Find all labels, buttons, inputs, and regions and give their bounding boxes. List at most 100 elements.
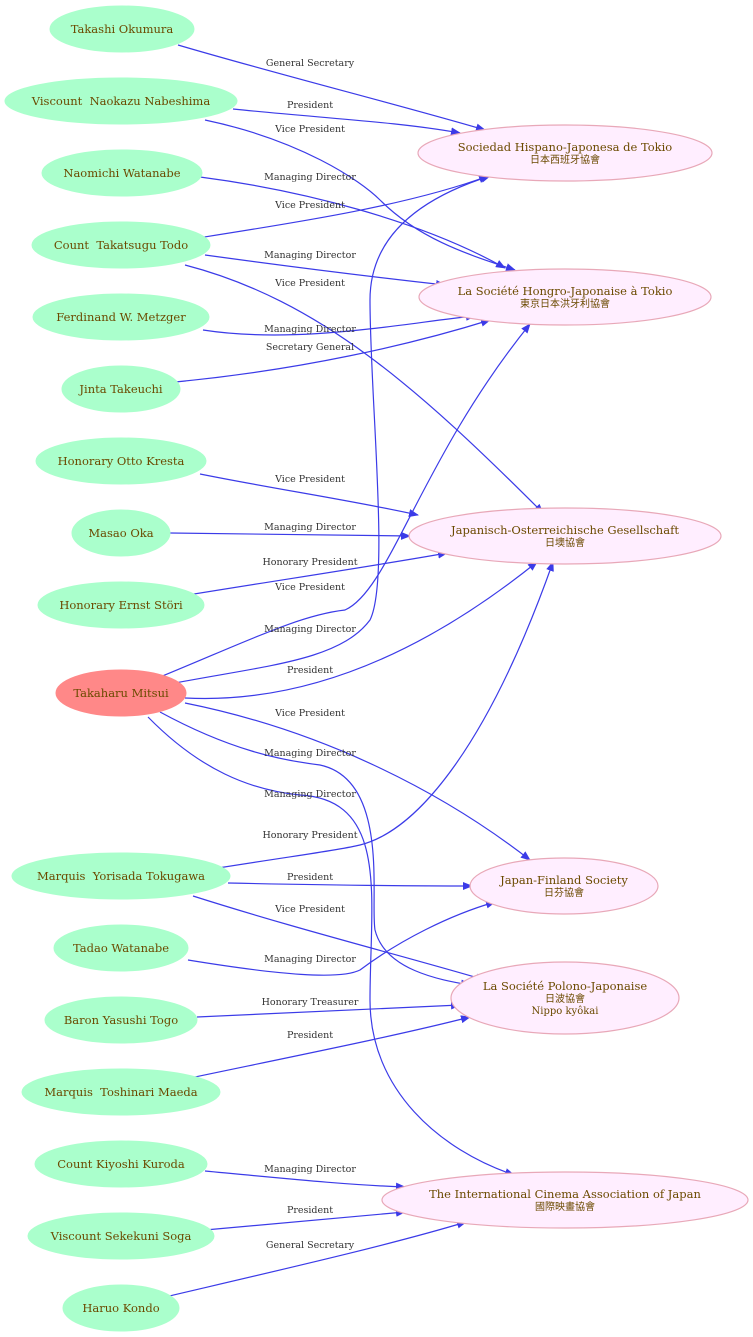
person-node-shape <box>61 365 181 413</box>
edge-label: Vice President <box>274 474 345 485</box>
edge-mitsui-to-hispano <box>174 174 491 684</box>
edge-label: General Secretary <box>266 58 355 69</box>
person-node-shape <box>41 149 203 197</box>
person-node-shape <box>53 924 189 972</box>
organization-name-line: 國際映畫協會 <box>535 1200 595 1213</box>
organization-name: La Société Polono-Japonaise <box>483 979 648 993</box>
person-node-stori[interactable]: Honorary Ernst Störi <box>37 581 205 629</box>
edge-label: Vice President <box>274 708 345 719</box>
person-node-shape <box>11 852 231 900</box>
edge-togo-to-polono <box>196 1001 461 1018</box>
edge-label: Honorary President <box>262 557 357 568</box>
person-node-okumura[interactable]: Takashi Okumura <box>49 5 195 53</box>
organization-name: La Société Hongro-Japonaise à Tokio <box>458 284 673 298</box>
edge-maeda-to-polono <box>189 1015 471 1079</box>
person-node-shape <box>71 509 171 557</box>
edge-todo-to-hongro <box>204 254 446 288</box>
person-name: Naomichi Watanabe <box>63 166 180 180</box>
person-node-kuroda[interactable]: Count Kiyoshi Kuroda <box>34 1140 208 1188</box>
edge-mitsui-to-osterr <box>184 561 538 700</box>
edge-tokugawa-to-osterr <box>217 561 554 869</box>
edge-label: Managing Director <box>264 954 356 965</box>
edge-metzger-to-hongro <box>202 312 476 336</box>
person-name: Takashi Okumura <box>71 22 174 36</box>
edge-label: Managing Director <box>264 748 356 759</box>
person-node-kondo[interactable]: Haruo Kondo <box>62 1284 180 1332</box>
organization-name: Japan-Finland Society <box>499 873 628 887</box>
edge-nwatanabe-to-hongro <box>199 176 506 269</box>
edge-label: Managing Director <box>264 250 356 261</box>
edge-mitsui-to-polono <box>159 711 471 988</box>
organization-name-line: 日芬協會 <box>544 886 584 899</box>
person-node-oka[interactable]: Masao Oka <box>71 509 171 557</box>
edge-label: Managing Director <box>264 522 356 533</box>
edge-nabeshima-to-hongro <box>204 119 516 271</box>
person-node-tokugawa[interactable]: Marquis Yorisada Tokugawa <box>11 852 231 900</box>
person-node-shape <box>44 996 198 1044</box>
person-name: Baron Yasushi Togo <box>64 1013 178 1027</box>
organization-name-line: 日墺協會 <box>545 536 585 549</box>
organization-name-line: 東京日本洪牙利協會 <box>520 297 610 310</box>
edge-label: Managing Director <box>264 624 356 635</box>
edge-label: Vice President <box>274 904 345 915</box>
edge-kuroda-to-cinema <box>204 1170 406 1191</box>
person-node-shape <box>34 1140 208 1188</box>
person-node-metzger[interactable]: Ferdinand W. Metzger <box>32 293 210 341</box>
edge-todo-to-osterr <box>184 264 544 514</box>
person-node-mitsui[interactable]: Takaharu Mitsui <box>55 669 187 717</box>
organization-node-hongro[interactable]: La Société Hongro-Japonaise à Tokio東京日本洪… <box>418 268 712 326</box>
person-name: Haruo Kondo <box>82 1301 159 1315</box>
edge-tokugawa-to-finland <box>227 881 473 890</box>
person-node-soga[interactable]: Viscount Sekekuni Soga <box>27 1212 215 1260</box>
organization-node-hispano[interactable]: Sociedad Hispano-Japonesa de Tokio日本西班牙協… <box>417 124 713 182</box>
edge-twatanabe-to-finland <box>187 900 496 976</box>
person-name: Marquis Yorisada Tokugawa <box>37 869 205 883</box>
organization-name: Japanisch-Osterreichische Gesellschaft <box>450 523 679 537</box>
edge-tokugawa-to-polono <box>192 895 486 982</box>
person-node-maeda[interactable]: Marquis Toshinari Maeda <box>21 1068 221 1116</box>
person-node-todo[interactable]: Count Takatsugu Todo <box>31 221 211 269</box>
edge-label: Vice President <box>274 200 345 211</box>
edge-nabeshima-to-hispano <box>232 108 461 136</box>
person-name: Count Takatsugu Todo <box>54 238 188 252</box>
person-name: Jinta Takeuchi <box>78 382 162 396</box>
organization-name-line: 日本西班牙協會 <box>530 153 600 166</box>
person-node-twatanabe[interactable]: Tadao Watanabe <box>53 924 189 972</box>
person-node-togo[interactable]: Baron Yasushi Togo <box>44 996 198 1044</box>
edge-label: Managing Director <box>264 789 356 800</box>
person-node-shape <box>35 437 207 485</box>
organization-node-shape <box>381 1171 749 1229</box>
edge-mitsui-to-cinema <box>147 716 515 1176</box>
organization-node-osterr[interactable]: Japanisch-Osterreichische Gesellschaft日墺… <box>408 507 722 565</box>
person-name: Masao Oka <box>88 526 153 540</box>
person-node-shape <box>49 5 195 53</box>
organization-node-shape <box>469 857 659 915</box>
person-node-takeuchi[interactable]: Jinta Takeuchi <box>61 365 181 413</box>
edge-okumura-to-hispano <box>177 44 486 132</box>
person-name: Tadao Watanabe <box>73 941 169 955</box>
edge-takeuchi-to-hongro <box>174 318 491 383</box>
edge-label: President <box>287 665 333 676</box>
edge-label: President <box>287 1205 333 1216</box>
edge-oka-to-osterr <box>169 531 411 540</box>
person-name: Honorary Ernst Störi <box>59 598 183 612</box>
edge-kresta-to-osterr <box>199 473 419 517</box>
organization-node-shape <box>418 268 712 326</box>
edge-soga-to-cinema <box>204 1208 406 1231</box>
edge-label: Honorary Treasurer <box>262 997 359 1008</box>
organization-node-cinema[interactable]: The International Cinema Association of … <box>381 1171 749 1229</box>
edge-label: Vice President <box>274 124 345 135</box>
person-node-nwatanabe[interactable]: Naomichi Watanabe <box>41 149 203 197</box>
organization-node-shape <box>450 961 680 1035</box>
person-name: Honorary Otto Kresta <box>58 454 185 468</box>
person-node-kresta[interactable]: Honorary Otto Kresta <box>35 437 207 485</box>
person-name: Viscount Naokazu Nabeshima <box>31 94 211 108</box>
person-node-shape <box>4 77 238 125</box>
edge-todo-to-hispano <box>197 175 489 239</box>
person-node-nabeshima[interactable]: Viscount Naokazu Nabeshima <box>4 77 238 125</box>
edge-label: President <box>287 1030 333 1041</box>
person-name: Viscount Sekekuni Soga <box>50 1229 192 1243</box>
